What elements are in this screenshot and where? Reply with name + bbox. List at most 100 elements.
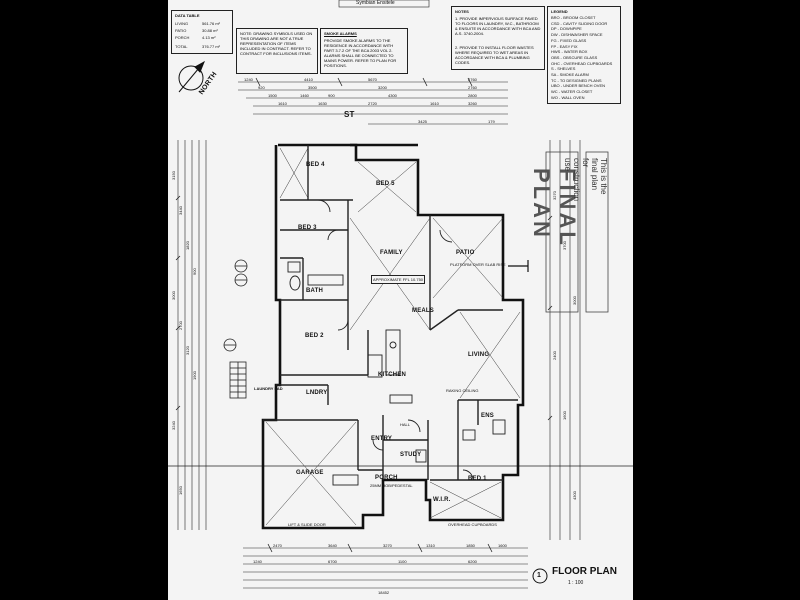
patio-note: PLATFORM OVER SLAB RISE xyxy=(450,262,506,267)
room-laundry-pad: LAUNDRY PAD xyxy=(254,386,283,391)
room-porch: PORCH xyxy=(375,475,398,481)
room-meals: MEALS xyxy=(412,308,434,314)
room-bed5: BED 5 xyxy=(376,181,395,187)
room-entry: ENTRY xyxy=(371,436,393,442)
garage-note: LIFT & SLIDE DOOR xyxy=(288,522,326,527)
dimension-label: 3270 xyxy=(383,543,392,548)
drawing-sheet: Symbian Ensitele ST DATA TABLE LIVING 56… xyxy=(168,0,633,600)
dimension-label: 2760 xyxy=(468,85,477,90)
dimension-label: 920 xyxy=(258,85,265,90)
legend-item: CSD - CAVITY SLIDING DOOR xyxy=(551,20,608,26)
data-row-value: 4.13 m² xyxy=(202,35,216,40)
notes-heading: NOTES xyxy=(455,9,469,14)
smoke-text: PROVIDE SMOKE ALARMS TO THE RESIDENCE IN… xyxy=(324,38,397,68)
dimension-label: 2800 xyxy=(468,93,477,98)
dimension-label: 1240 xyxy=(253,559,262,564)
data-row-label: LIVING xyxy=(175,21,189,26)
dimension-label: 1240 xyxy=(244,77,253,82)
dimension-label: 2760 xyxy=(468,77,477,82)
room-bed1: BED 1 xyxy=(468,476,487,482)
legend-item: OHC - OVERHEAD CUPBOARDS xyxy=(551,60,613,66)
room-ens: ENS xyxy=(481,413,494,419)
legend-item: SA - SMOKE ALARM xyxy=(551,72,589,77)
legend-heading: LEGEND xyxy=(551,9,568,14)
dimension-label: 4410 xyxy=(304,77,313,82)
dimension-label: 5670 xyxy=(368,77,377,82)
drawing-symbols-text: NOTE: DRAWING SYMBOLS USED ON THIS DRAWI… xyxy=(240,31,313,56)
dimension-label: 2720 xyxy=(368,101,377,106)
dimension-label: 1500 xyxy=(268,93,277,98)
dimension-label: 1820 xyxy=(185,241,190,250)
room-bed2: BED 2 xyxy=(305,333,324,339)
legend-item: UBO - UNDER BENCH OVEN xyxy=(551,83,606,89)
dimension-label: 1460 xyxy=(300,93,309,98)
room-bath: BATH xyxy=(306,288,324,294)
legend-item: DP - DOWNPIPE xyxy=(551,26,582,32)
dimension-label: 6200 xyxy=(468,559,477,564)
dimension-label: 3260 xyxy=(468,101,477,106)
family-note: APPROXIMATE FFL 10.750 xyxy=(371,275,426,284)
porch-note: 25MM HOB/PEDESTAL xyxy=(370,483,413,488)
room-bed3: BED 3 xyxy=(298,225,317,231)
dimension-label: 3000 xyxy=(572,296,577,305)
dimension-label: 3425 xyxy=(418,119,427,124)
smoke-alarm-note: SMOKE ALARMS PROVIDE SMOKE ALARMS TO THE… xyxy=(320,28,408,74)
stamp-code: ST xyxy=(344,110,355,119)
dimension-label: 3000 xyxy=(171,291,176,300)
legend-item: FG - FIXED GLASS xyxy=(551,37,587,43)
data-table: DATA TABLE LIVING 561.76 m² PATIO 30.88 … xyxy=(171,10,233,54)
dimension-label: 3240 xyxy=(171,421,176,430)
entry-note: HALL xyxy=(400,422,411,427)
note-1: 1. PROVIDE IMPERVIOUS SURFACE PAVED TO F… xyxy=(455,16,541,36)
room-lndry: LNDRY xyxy=(306,390,328,396)
data-row-value: 376.77 m² xyxy=(202,44,221,49)
dimension-label: 1900 xyxy=(192,371,197,380)
dimension-label: 3640 xyxy=(328,543,337,548)
note-2: 2. PROVIDE TO INSTALL FLOOR WASTES WHERE… xyxy=(455,45,534,65)
dimension-label: 3150 xyxy=(171,171,176,180)
legend-item: OBS - OBSCURE GLASS xyxy=(551,54,598,60)
room-garage: GARAGE xyxy=(296,470,324,476)
dimension-label: 3120 xyxy=(185,346,190,355)
dimension-label: 1650 xyxy=(178,486,183,495)
room-wir: W.I.R. xyxy=(433,497,451,503)
bed1-note: OVERHEAD CUPBOARDS xyxy=(448,522,497,527)
dimension-label: 1100 xyxy=(398,559,407,564)
title-block-scale: 1 : 100 xyxy=(568,580,584,586)
dimension-label: 1610 xyxy=(278,101,287,106)
legend-item: TC - TO DESIGNED PLANS xyxy=(551,77,602,83)
dimension-label: 900 xyxy=(328,93,335,98)
room-patio: PATIO xyxy=(456,250,475,256)
drawing-symbols-note: NOTE: DRAWING SYMBOLS USED ON THIS DRAWI… xyxy=(236,28,318,74)
data-row-label: TOTAL xyxy=(175,44,188,49)
room-family: FAMILY xyxy=(380,250,403,256)
title-block-number: 1 xyxy=(537,572,542,579)
legend-item: HWS - WATER BOX xyxy=(551,49,588,55)
data-row-value: 30.88 m² xyxy=(202,28,218,33)
data-row-value: 561.76 m² xyxy=(202,21,221,26)
data-row-label: PATIO xyxy=(175,28,187,33)
stamp-line: This is the final plan for construction … xyxy=(563,158,608,202)
room-living: LIVING xyxy=(468,352,490,358)
dimension-label: 3200 xyxy=(378,85,387,90)
legend-item: BRO - BROOM CLOSET xyxy=(551,15,596,20)
dimension-label: 2400 xyxy=(552,351,557,360)
title-block-title: FLOOR PLAN xyxy=(552,566,617,577)
floor-plan-linework xyxy=(168,0,633,589)
data-table-heading: DATA TABLE xyxy=(175,13,200,18)
dimension-label: 1610 xyxy=(430,101,439,106)
legend-item: DW - DISHWASHER SPACE xyxy=(551,32,603,38)
dimension-label: 1850 xyxy=(466,543,475,548)
room-kitchen: KITCHEN xyxy=(378,372,407,378)
title-strip: Symbian Ensitele xyxy=(356,0,395,6)
dimension-label: 3440 xyxy=(178,206,183,215)
dimension-label: 1600 xyxy=(562,411,567,420)
legend-item: FP - EASY FIX xyxy=(551,43,578,49)
legend-item: S - SHELVES xyxy=(551,66,576,72)
dimension-label: 1630 xyxy=(318,101,327,106)
dimension-label: 2470 xyxy=(273,543,282,548)
dimension-label: 4300 xyxy=(572,491,577,500)
living-note: RAKING CEILING xyxy=(446,388,479,393)
room-bed4: BED 4 xyxy=(306,162,325,168)
